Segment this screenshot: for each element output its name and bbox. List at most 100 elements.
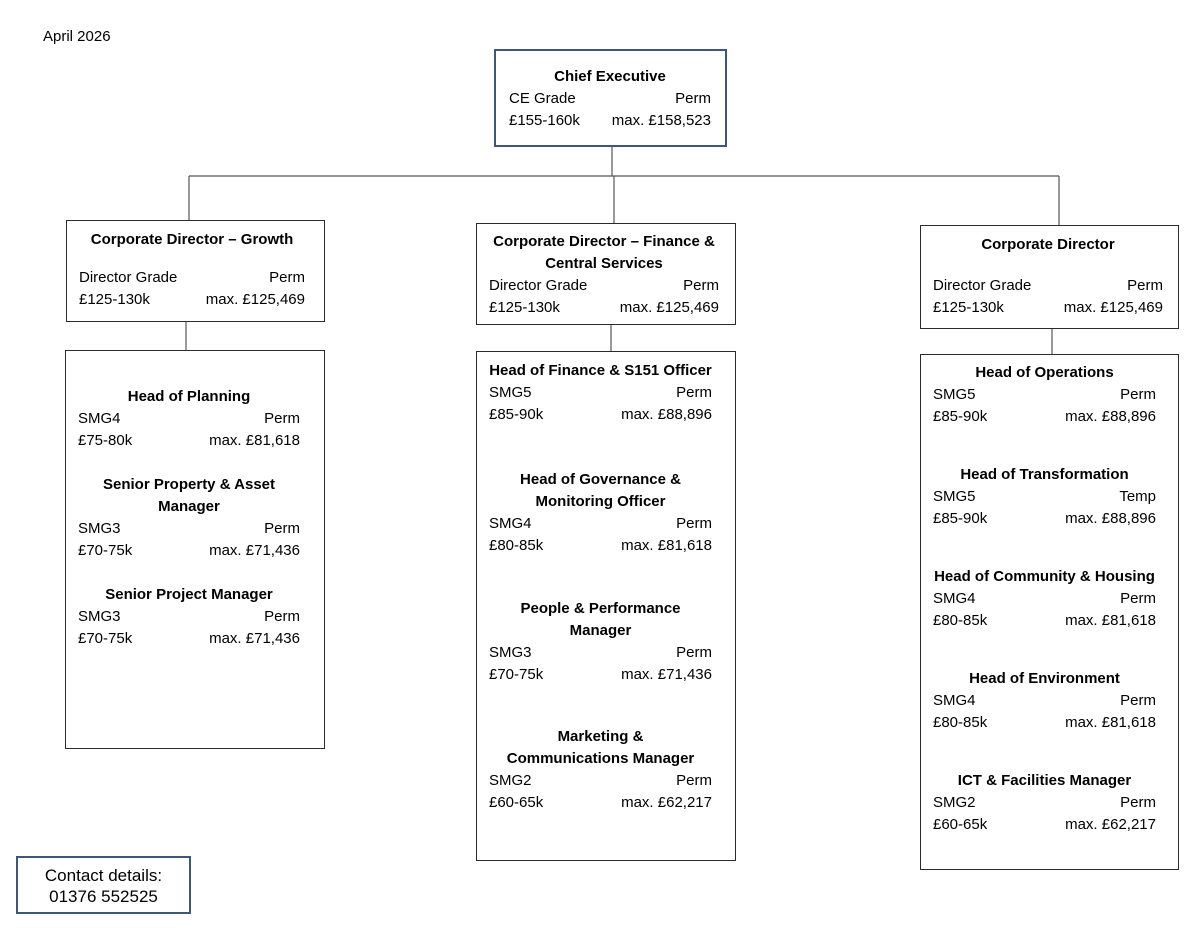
role-status: Perm xyxy=(264,410,300,427)
role-max: max. £81,618 xyxy=(209,432,300,449)
role-status: Perm xyxy=(264,520,300,537)
role-entry: Senior Project Manager SMG3 Perm £70-75k m… xyxy=(78,584,300,650)
role-status: Perm xyxy=(1120,692,1156,709)
director-status: Perm xyxy=(1127,277,1163,294)
role-grade: SMG3 xyxy=(78,520,121,537)
role-band: £80-85k xyxy=(933,714,988,731)
role-grade: SMG4 xyxy=(78,410,121,427)
role-entry: Senior Property & Asset Manager SMG3 Perm… xyxy=(78,474,300,562)
role-title: Head of Environment xyxy=(969,670,1120,687)
role-max: max. £88,896 xyxy=(1065,408,1156,425)
role-grade: SMG4 xyxy=(489,515,532,532)
role-max: max. £71,436 xyxy=(209,630,300,647)
director-band: £125-130k xyxy=(79,291,150,308)
director-title: Corporate Director – Growth xyxy=(90,231,294,248)
role-grade: SMG5 xyxy=(933,386,976,403)
role-title: Marketing & Communications Manager xyxy=(506,728,695,767)
role-max: max. £81,618 xyxy=(1065,714,1156,731)
role-entry: Head of Planning SMG4 Perm £75-80k max. £8… xyxy=(78,386,300,452)
director-status: Perm xyxy=(269,269,305,286)
role-max: max. £88,896 xyxy=(1065,510,1156,527)
role-title: People & Performance Manager xyxy=(520,600,681,639)
role-entry: People & Performance Manager SMG3 Perm £7… xyxy=(489,598,712,686)
role-grade: SMG4 xyxy=(933,692,976,709)
role-band: £70-75k xyxy=(78,542,133,559)
role-max: max. £88,896 xyxy=(621,406,712,423)
director-max: max. £125,469 xyxy=(619,299,719,316)
ce-title: Chief Executive xyxy=(554,68,666,85)
role-band: £85-90k xyxy=(489,406,544,423)
role-status: Perm xyxy=(1120,794,1156,811)
role-grade: SMG3 xyxy=(489,644,532,661)
role-status: Perm xyxy=(1120,590,1156,607)
role-status: Perm xyxy=(676,644,712,661)
ce-max: max. £158,523 xyxy=(611,112,711,129)
role-band: £70-75k xyxy=(489,666,544,683)
director-grade: Director Grade xyxy=(489,277,588,294)
role-band: £85-90k xyxy=(933,408,988,425)
role-status: Perm xyxy=(676,515,712,532)
role-status: Perm xyxy=(676,772,712,789)
director-max: max. £125,469 xyxy=(1063,299,1163,316)
role-band: £80-85k xyxy=(489,537,544,554)
ce-grade: CE Grade xyxy=(509,90,576,107)
role-max: max. £81,618 xyxy=(621,537,712,554)
role-title: Senior Property & Asset Manager xyxy=(103,476,275,515)
role-title: Head of Planning xyxy=(127,388,251,405)
role-title: Senior Project Manager xyxy=(105,586,273,603)
role-grade: SMG4 xyxy=(933,590,976,607)
role-max: max. £62,217 xyxy=(621,794,712,811)
role-max: max. £62,217 xyxy=(1065,816,1156,833)
role-entry: Head of Governance & Monitoring Officer … xyxy=(489,469,712,557)
role-title: Head of Finance & S151 Officer xyxy=(489,362,712,379)
role-grade: SMG5 xyxy=(933,488,976,505)
role-band: £75-80k xyxy=(78,432,133,449)
director-max: max. £125,469 xyxy=(205,291,305,308)
contact-phone: 01376 552525 xyxy=(49,887,158,906)
ce-status: Perm xyxy=(675,90,711,107)
chart-date: April 2026 xyxy=(43,28,111,45)
director-status: Perm xyxy=(683,277,719,294)
role-title: Head of Governance & Monitoring Officer xyxy=(520,471,681,510)
role-status: Perm xyxy=(264,608,300,625)
role-band: £60-65k xyxy=(933,816,988,833)
role-entry: Head of Environment SMG4 Perm £80-85k max.… xyxy=(933,668,1156,734)
role-band: £70-75k xyxy=(78,630,133,647)
director-title: Corporate Director – Finance & Central S… xyxy=(493,233,715,272)
role-band: £60-65k xyxy=(489,794,544,811)
director-grade: Director Grade xyxy=(933,277,1032,294)
role-title: Head of Operations xyxy=(975,364,1114,381)
chief-executive-box: Chief Executive CE Grade Perm £155-160k ma… xyxy=(494,49,727,147)
role-band: £85-90k xyxy=(933,510,988,527)
director-grade: Director Grade xyxy=(79,269,178,286)
director-finance-box: Corporate Director – Finance & Central S… xyxy=(476,223,736,325)
role-entry: Head of Operations SMG5 Perm £85-90k max. … xyxy=(933,362,1156,428)
ce-band: £155-160k xyxy=(509,112,580,129)
role-max: max. £81,618 xyxy=(1065,612,1156,629)
director-band: £125-130k xyxy=(489,299,560,316)
role-band: £80-85k xyxy=(933,612,988,629)
role-status: Perm xyxy=(676,384,712,401)
role-grade: SMG3 xyxy=(78,608,121,625)
role-max: max. £71,436 xyxy=(621,666,712,683)
role-entry: Head of Community & Housing SMG4 Perm £80… xyxy=(933,566,1156,632)
role-grade: SMG2 xyxy=(933,794,976,811)
role-entry: Marketing & Communications Manager SMG2 P… xyxy=(489,726,712,814)
role-grade: SMG5 xyxy=(489,384,532,401)
role-title: Head of Community & Housing xyxy=(934,568,1155,585)
role-max: max. £71,436 xyxy=(209,542,300,559)
director-band: £125-130k xyxy=(933,299,1004,316)
contact-label: Contact details: xyxy=(44,866,163,885)
role-title: ICT & Facilities Manager xyxy=(957,772,1132,789)
director-growth-box: Corporate Director – Growth Director Gra… xyxy=(66,220,325,322)
role-status: Perm xyxy=(1120,386,1156,403)
role-grade: SMG2 xyxy=(489,772,532,789)
role-entry: ICT & Facilities Manager SMG2 Perm £60-65… xyxy=(933,770,1156,836)
